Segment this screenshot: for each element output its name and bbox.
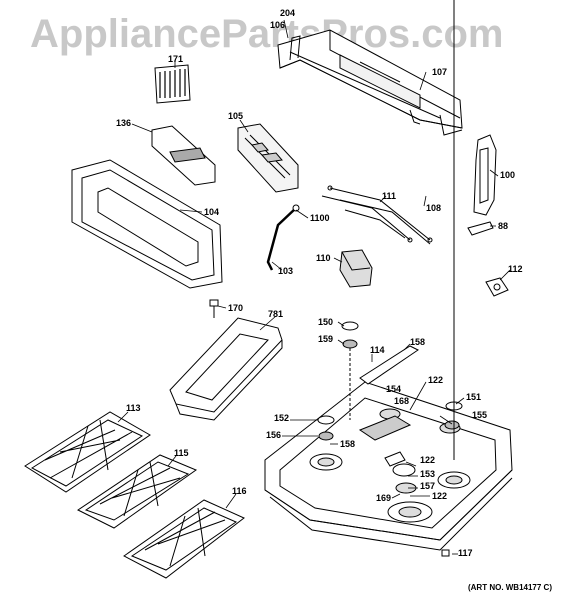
callout-110: 110: [316, 253, 331, 263]
callout-108: 108: [426, 203, 442, 213]
callout-112: 112: [508, 264, 523, 274]
callout-158a: 158: [410, 337, 426, 347]
callout-159: 159: [318, 334, 334, 344]
callout-136: 136: [116, 118, 132, 128]
vent-grille: [154, 64, 191, 104]
screw-117: [441, 549, 450, 557]
callout-88: 88: [498, 221, 509, 231]
backguard-housing: [277, 29, 463, 136]
callout-153: 153: [420, 469, 436, 479]
callout-1100: 1100: [310, 213, 330, 223]
control-board: [237, 123, 299, 193]
burner-caps: [317, 0, 463, 460]
callout-111: 111: [382, 191, 397, 201]
grate-113: [24, 411, 151, 493]
grate-116: [123, 499, 245, 579]
screw-170: [209, 299, 219, 318]
callout-155: 155: [472, 410, 488, 420]
callout-158b: 158: [340, 439, 356, 449]
callout-204: 204: [280, 8, 296, 18]
wire-harness: [321, 185, 433, 245]
switch-part: [485, 277, 509, 297]
callout-103: 103: [278, 266, 294, 276]
callout-169: 169: [376, 493, 392, 503]
callout-104: 104: [204, 207, 220, 217]
watermark: AppliancePartsPros.com: [30, 12, 504, 56]
callout-154: 154: [386, 384, 402, 394]
callout-171: 171: [168, 54, 184, 64]
callout-150: 150: [318, 317, 334, 327]
callout-115: 115: [174, 448, 189, 458]
side-trim-bracket: [467, 134, 497, 236]
cooktop: [264, 381, 513, 551]
callout-106: 106: [270, 20, 286, 30]
callout-114: 114: [370, 345, 385, 355]
art-number: (ART NO. WB14177 C): [467, 583, 552, 592]
callout-107: 107: [432, 67, 448, 77]
probe-wire: [266, 204, 300, 271]
griddle-plate: [169, 317, 283, 421]
callout-113: 113: [126, 403, 141, 413]
callout-152: 152: [274, 413, 290, 423]
callout-156: 156: [266, 430, 282, 440]
callout-170: 170: [228, 303, 244, 313]
callout-105: 105: [228, 111, 244, 121]
callout-116: 116: [232, 486, 247, 496]
callout-781: 781: [268, 309, 284, 319]
callout-122a: 122: [428, 375, 444, 385]
callout-168: 168: [394, 396, 410, 406]
callout-151: 151: [466, 392, 482, 402]
control-panel-trim: [71, 159, 223, 289]
callout-100: 100: [500, 170, 516, 180]
callout-157: 157: [420, 481, 436, 491]
control-overlay: [151, 125, 216, 186]
callout-122c: 122: [432, 491, 448, 501]
callout-117: 117: [458, 548, 473, 558]
callout-122b: 122: [420, 455, 436, 465]
leader-lines: [117, 19, 511, 555]
grate-115: [77, 454, 198, 529]
ignition-module: [339, 249, 373, 288]
